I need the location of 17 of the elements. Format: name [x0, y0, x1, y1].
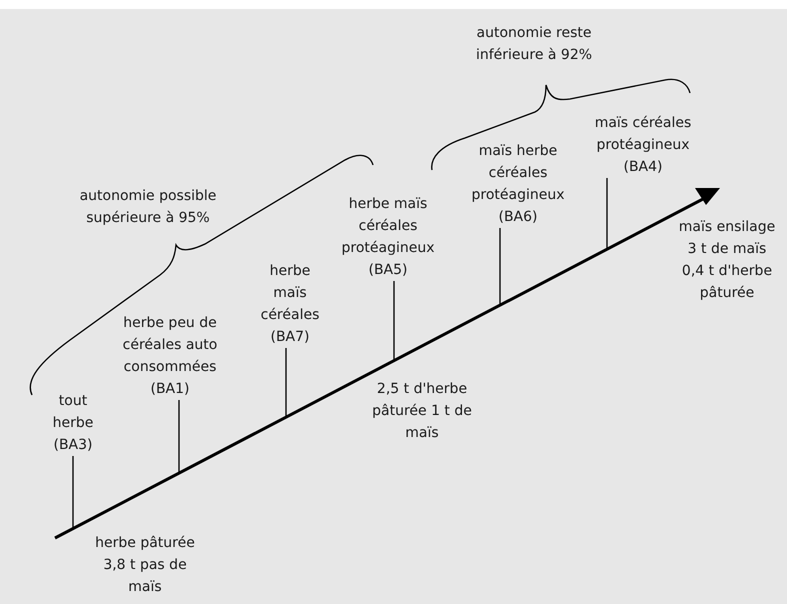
leader-line: [606, 178, 608, 250]
leader-line: [499, 228, 501, 306]
brace-note: autonomie possible supérieure à 95%: [78, 187, 218, 228]
leader-line: [72, 456, 74, 529]
axis-end-note: maïs ensilage 3 t de maïs 0,4 t d'herbe pâturée: [678, 218, 776, 303]
brace-note: autonomie reste inférieure à 92%: [474, 24, 594, 65]
leader-line: [285, 348, 287, 418]
tick-label: herbe peu de céréales auto consommées (BA1): [111, 312, 229, 400]
axis-start-note: herbe pâturée 3,8 t pas de maïs: [94, 534, 196, 597]
tick-label: herbe maïs céréales (BA7): [251, 260, 329, 348]
axis-mid-note: 2,5 t d'herbe pâturée 1 t de maïs: [371, 380, 473, 443]
tick-label: herbe maïs céréales protéagineux (BA5): [329, 193, 447, 281]
tick-label: maïs herbe céréales protéagineux (BA6): [459, 140, 577, 228]
tick-label: tout herbe (BA3): [42, 390, 104, 456]
leader-line: [178, 400, 180, 474]
tick-label: maïs céréales protéagineux (BA4): [581, 112, 705, 178]
leader-line: [393, 281, 395, 361]
